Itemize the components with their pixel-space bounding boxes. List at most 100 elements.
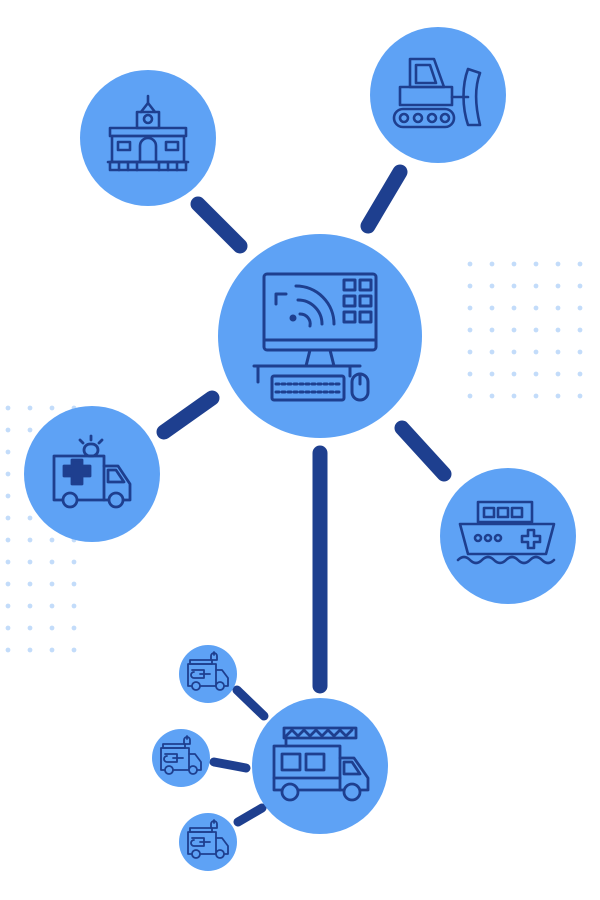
decor-dot xyxy=(467,283,473,289)
decor-dot xyxy=(5,537,11,543)
town-hall-icon xyxy=(106,94,190,172)
dot-grid-right xyxy=(467,261,583,399)
decor-dot xyxy=(49,647,55,653)
decor-dot xyxy=(71,581,77,587)
decor-dot xyxy=(27,581,33,587)
decor-dot xyxy=(27,405,33,411)
decor-dot xyxy=(489,261,495,267)
small-fire-truck-icon xyxy=(187,819,229,859)
node-fire-truck[interactable] xyxy=(252,698,388,834)
link-center-town-hall xyxy=(190,196,248,254)
link-fire-truck-small-2 xyxy=(209,757,251,773)
decor-dot xyxy=(27,603,33,609)
decor-dot xyxy=(71,625,77,631)
decor-dot xyxy=(5,493,11,499)
decor-dot xyxy=(49,405,55,411)
decor-dot xyxy=(467,349,473,355)
connector-lines xyxy=(156,164,452,827)
decor-dot xyxy=(511,393,517,399)
decor-dot xyxy=(555,393,561,399)
decor-dot xyxy=(467,393,473,399)
decor-dot xyxy=(533,283,539,289)
decor-dot xyxy=(577,261,583,267)
small-fire-truck-icon xyxy=(187,651,229,691)
decor-dot xyxy=(5,647,11,653)
node-circles xyxy=(24,27,576,871)
decor-dot xyxy=(5,559,11,565)
decor-dot xyxy=(533,349,539,355)
decor-dot xyxy=(533,305,539,311)
decor-dot xyxy=(49,537,55,543)
decor-dot xyxy=(511,261,517,267)
decor-dot xyxy=(49,581,55,587)
decor-dot xyxy=(5,449,11,455)
bulldozer-icon xyxy=(392,57,482,129)
decor-dot xyxy=(577,305,583,311)
decor-dot xyxy=(5,471,11,477)
decor-dot xyxy=(511,305,517,311)
decor-dot xyxy=(27,515,33,521)
decor-dot xyxy=(489,283,495,289)
node-medical-ship[interactable] xyxy=(440,468,576,604)
decor-dot xyxy=(49,603,55,609)
medical-ship-icon xyxy=(456,500,556,565)
decor-dot xyxy=(577,283,583,289)
decor-dot xyxy=(489,305,495,311)
link-center-medical-ship xyxy=(394,420,452,482)
ambulance-icon xyxy=(52,434,132,509)
decor-dot xyxy=(533,261,539,267)
decor-dot xyxy=(71,647,77,653)
decor-dot xyxy=(5,427,11,433)
decor-dot xyxy=(5,581,11,587)
decor-dot xyxy=(533,327,539,333)
decor-dot xyxy=(489,349,495,355)
decor-dot xyxy=(555,283,561,289)
decor-dot xyxy=(489,371,495,377)
decor-dot xyxy=(577,371,583,377)
decor-dot xyxy=(555,261,561,267)
node-bulldozer[interactable] xyxy=(370,27,506,163)
decor-dot xyxy=(49,559,55,565)
fire-truck-icon xyxy=(272,726,370,802)
link-fire-truck-small-1 xyxy=(232,685,269,721)
decor-dot xyxy=(511,371,517,377)
decor-dot xyxy=(533,371,539,377)
decor-dot xyxy=(555,305,561,311)
decor-dot xyxy=(49,625,55,631)
decor-dot xyxy=(27,559,33,565)
decor-dot xyxy=(577,327,583,333)
decor-dot xyxy=(27,647,33,653)
decor-dot xyxy=(27,427,33,433)
decor-dot xyxy=(577,349,583,355)
decor-dot xyxy=(27,537,33,543)
link-center-ambulance xyxy=(156,390,220,440)
decor-dot xyxy=(5,405,11,411)
small-fire-truck-icon xyxy=(160,735,202,775)
decor-dot xyxy=(467,327,473,333)
decor-dot xyxy=(555,327,561,333)
decor-dot xyxy=(533,393,539,399)
decor-dot xyxy=(489,327,495,333)
decor-dot xyxy=(5,515,11,521)
decor-dot xyxy=(27,625,33,631)
decor-dot xyxy=(71,603,77,609)
link-fire-truck-small-3 xyxy=(233,803,267,827)
decor-dot xyxy=(489,393,495,399)
node-center[interactable] xyxy=(218,234,422,438)
decor-dot xyxy=(555,371,561,377)
decor-dot xyxy=(511,327,517,333)
decor-dot xyxy=(511,283,517,289)
decor-dot xyxy=(5,603,11,609)
decor-dot xyxy=(71,559,77,565)
decor-dot xyxy=(555,349,561,355)
decor-dot xyxy=(467,261,473,267)
decor-dot xyxy=(511,349,517,355)
decor-dot xyxy=(5,625,11,631)
decor-dot xyxy=(467,371,473,377)
node-ambulance[interactable] xyxy=(24,406,160,542)
decor-dot xyxy=(577,393,583,399)
decor-dot xyxy=(467,305,473,311)
computer-control-panel-icon xyxy=(252,272,378,402)
